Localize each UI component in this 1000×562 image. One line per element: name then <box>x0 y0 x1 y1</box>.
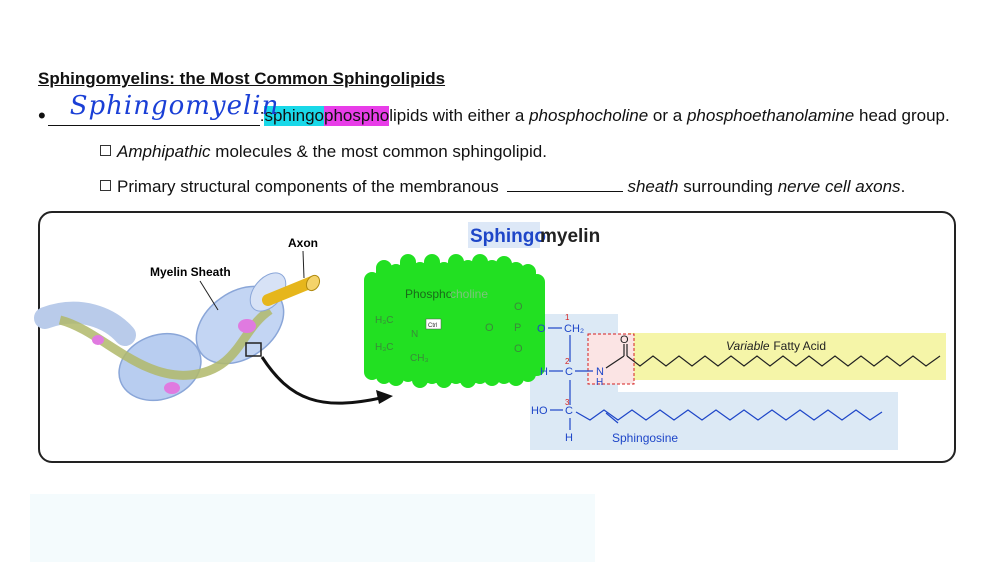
o-top: O <box>514 301 523 313</box>
h-left: H <box>540 366 548 378</box>
ctrl-tag <box>425 318 442 330</box>
sphingosine-region <box>530 392 898 450</box>
square-bullet-icon <box>100 180 111 191</box>
period: . <box>900 177 906 196</box>
term-phosphoethanolamine: phosphoethanolamine <box>686 106 855 125</box>
fatty-acid-label-rest: Fatty Acid <box>770 339 826 353</box>
myelin-sheath-label: Myelin Sheath <box>150 265 231 279</box>
heading-highlight <box>468 222 540 248</box>
sub-point-1: Amphipathic molecules & the most common … <box>100 142 547 162</box>
sphingosine-label: Sphingosine <box>612 431 678 445</box>
bottom-blank-panel <box>30 494 595 562</box>
ctrl-tag-text: Ctrl <box>428 323 437 329</box>
fatty-acid-chain <box>626 355 941 367</box>
colon: : <box>259 106 265 125</box>
sub-point-2-text-b: surrounding <box>678 177 778 196</box>
ho-group: HO <box>531 405 548 417</box>
ch3-group: CH₃ <box>410 353 429 364</box>
figure-heading-rest: myelin <box>540 226 600 247</box>
definition-text-c: head group. <box>854 106 950 125</box>
choline-label: choline <box>450 287 488 301</box>
phospho-label: Phospho <box>405 287 453 301</box>
sub-point-2-text-a: Primary structural components of the mem… <box>117 177 504 196</box>
handwritten-answer: Sphingomyelin <box>69 91 280 121</box>
p-atom: P <box>514 322 521 334</box>
axon-label: Axon <box>288 236 318 250</box>
h-amide: H <box>596 377 603 388</box>
highlight-phospho: phospho <box>324 106 390 126</box>
o-link: O <box>485 322 494 334</box>
fill-in-blank-2 <box>507 177 624 192</box>
carbon-number-3: 3 <box>565 398 570 407</box>
definition-text-b: or a <box>648 106 687 125</box>
amphipathic-term: Amphipathic <box>117 142 211 161</box>
fatty-acid-region <box>628 333 946 380</box>
square-bullet-icon <box>100 145 111 156</box>
h3c-top: H₃C <box>375 315 394 326</box>
h3c-bottom: H₃C <box>375 342 394 353</box>
h-bottom: H <box>565 432 573 444</box>
page-title: Sphingomyelins: the Most Common Sphingol… <box>38 69 446 88</box>
carbon-number-1: 1 <box>565 313 570 322</box>
ch2-group: CH₂ <box>564 323 584 335</box>
o-carbonyl: O <box>620 334 629 346</box>
amide-bond-highlight <box>587 333 635 385</box>
n-atom: N <box>411 329 418 340</box>
figure-heading-blue: Sphingo <box>470 226 546 247</box>
n-amide: N <box>596 366 604 378</box>
sub-point-2: Primary structural components of the mem… <box>100 177 905 197</box>
sphingosine-chain <box>575 409 883 421</box>
c2-atom: C <box>565 366 573 378</box>
myelinated-axon-illustration: Axon Myelin Sheath <box>34 236 393 405</box>
term-phosphocholine: phosphocholine <box>529 106 649 125</box>
highlight-sphingo: sphingo <box>264 106 324 126</box>
c3-atom: C <box>565 405 573 417</box>
carbon-number-2: 2 <box>565 357 570 366</box>
o-bottom: O <box>514 343 523 355</box>
fatty-acid-label-italic: Variable <box>726 339 770 353</box>
o-bond: O <box>537 323 546 335</box>
fill-in-blank: Sphingomyelin <box>47 91 278 126</box>
nerve-axons-term: nerve cell axons <box>777 177 901 196</box>
green-scribble <box>364 254 545 388</box>
sub-point-1-text: molecules & the most common sphingolipid… <box>210 142 547 161</box>
definition-text-a: lipids with either a <box>389 106 525 125</box>
bullet-dot: • <box>38 103 46 128</box>
sheath-term: sheath <box>627 177 679 196</box>
figure-frame <box>38 211 956 463</box>
